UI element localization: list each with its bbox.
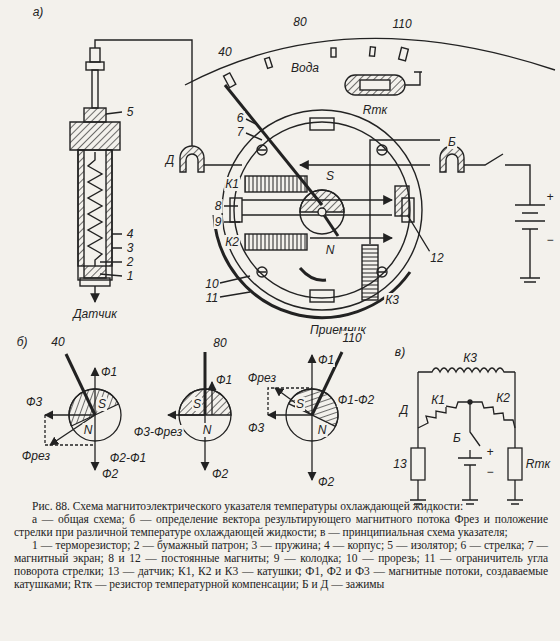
callout-number: 4 — [126, 227, 135, 241]
part-label: S — [97, 397, 107, 411]
part-label: а) — [32, 5, 45, 19]
callout-number: 5 — [126, 105, 135, 119]
part-label: Ф2 — [101, 467, 119, 481]
part-label: + — [485, 445, 494, 459]
callout-number: 1 — [126, 269, 135, 283]
part-label: К1 — [224, 177, 240, 191]
part-label: N — [83, 423, 94, 437]
part-label: S — [325, 169, 335, 183]
callout-number: 8 — [214, 199, 223, 213]
part-label: N — [325, 243, 336, 257]
part-label: К1 — [430, 393, 446, 407]
callout-number: 80 — [212, 336, 227, 350]
part-label: S — [192, 397, 202, 411]
part-label: К3 — [384, 293, 400, 307]
part-label: N — [202, 423, 213, 437]
part-label: Фрез — [21, 449, 51, 463]
part-label: К3 — [462, 351, 478, 365]
callout-number: 13 — [392, 457, 407, 471]
callout-number: 11 — [205, 291, 219, 305]
caption-key: а — общая схема; б — определение вектора… — [14, 513, 548, 539]
part-label: Ф3 — [247, 421, 265, 435]
callout-number: 80 — [292, 15, 307, 29]
callout-number: 2 — [126, 255, 135, 269]
part-label: S — [295, 397, 305, 411]
callout-number: 40 — [50, 335, 65, 349]
callout-number: 9 — [214, 215, 223, 229]
part-label: К2 — [224, 235, 240, 249]
part-label: б) — [16, 335, 29, 349]
part-label: Фрез — [247, 371, 277, 385]
part-label: Б — [447, 135, 457, 149]
receiver — [180, 72, 545, 318]
callout-number: 10 — [204, 277, 219, 291]
callout-number: 110 — [391, 17, 412, 31]
callout-number: 6 — [236, 111, 245, 125]
part-label: Ф1 — [100, 365, 118, 379]
part-label: Ф1 — [317, 353, 335, 367]
part-label: Ф1-Ф2 — [337, 393, 375, 407]
part-label: Ф1 — [215, 373, 233, 387]
figure-caption: Рис. 88. Схема магнитоэлектрического ука… — [14, 500, 548, 513]
part-label: N — [317, 423, 328, 437]
part-label: − — [545, 233, 554, 247]
part-label: Rтк — [525, 457, 551, 471]
part-label: Датчик — [72, 307, 118, 321]
part-label: Вода — [290, 61, 320, 75]
part-label: в) — [394, 345, 406, 359]
part-label: Ф2-Ф1 — [109, 451, 147, 465]
part-label: Ф2 — [211, 467, 229, 481]
part-label: Rтк — [362, 103, 388, 117]
part-label: − — [485, 465, 494, 479]
part-label: + — [545, 190, 554, 204]
sensor — [70, 40, 192, 302]
callout-number: 110 — [341, 331, 362, 345]
part-label: Б — [452, 431, 462, 445]
part-label: Ф3-Фрез — [133, 425, 184, 439]
callout-number: 3 — [126, 241, 135, 255]
callout-number: 7 — [236, 125, 245, 139]
part-label: Д — [399, 403, 409, 417]
part-label: Ф2 — [317, 475, 335, 489]
wiring-schematic — [410, 368, 523, 504]
part-label: Ф3 — [25, 395, 43, 409]
caption-block: Рис. 88. Схема магнитоэлектрического ука… — [14, 500, 548, 591]
part-label: Д — [165, 153, 175, 167]
flux-vectors — [45, 352, 347, 480]
part-label: К2 — [495, 391, 511, 405]
callout-number: 40 — [217, 45, 232, 59]
caption-key: 1 — терморезистор; 2 — бумажный патрон; … — [14, 539, 548, 591]
callout-number: 12 — [429, 251, 444, 265]
